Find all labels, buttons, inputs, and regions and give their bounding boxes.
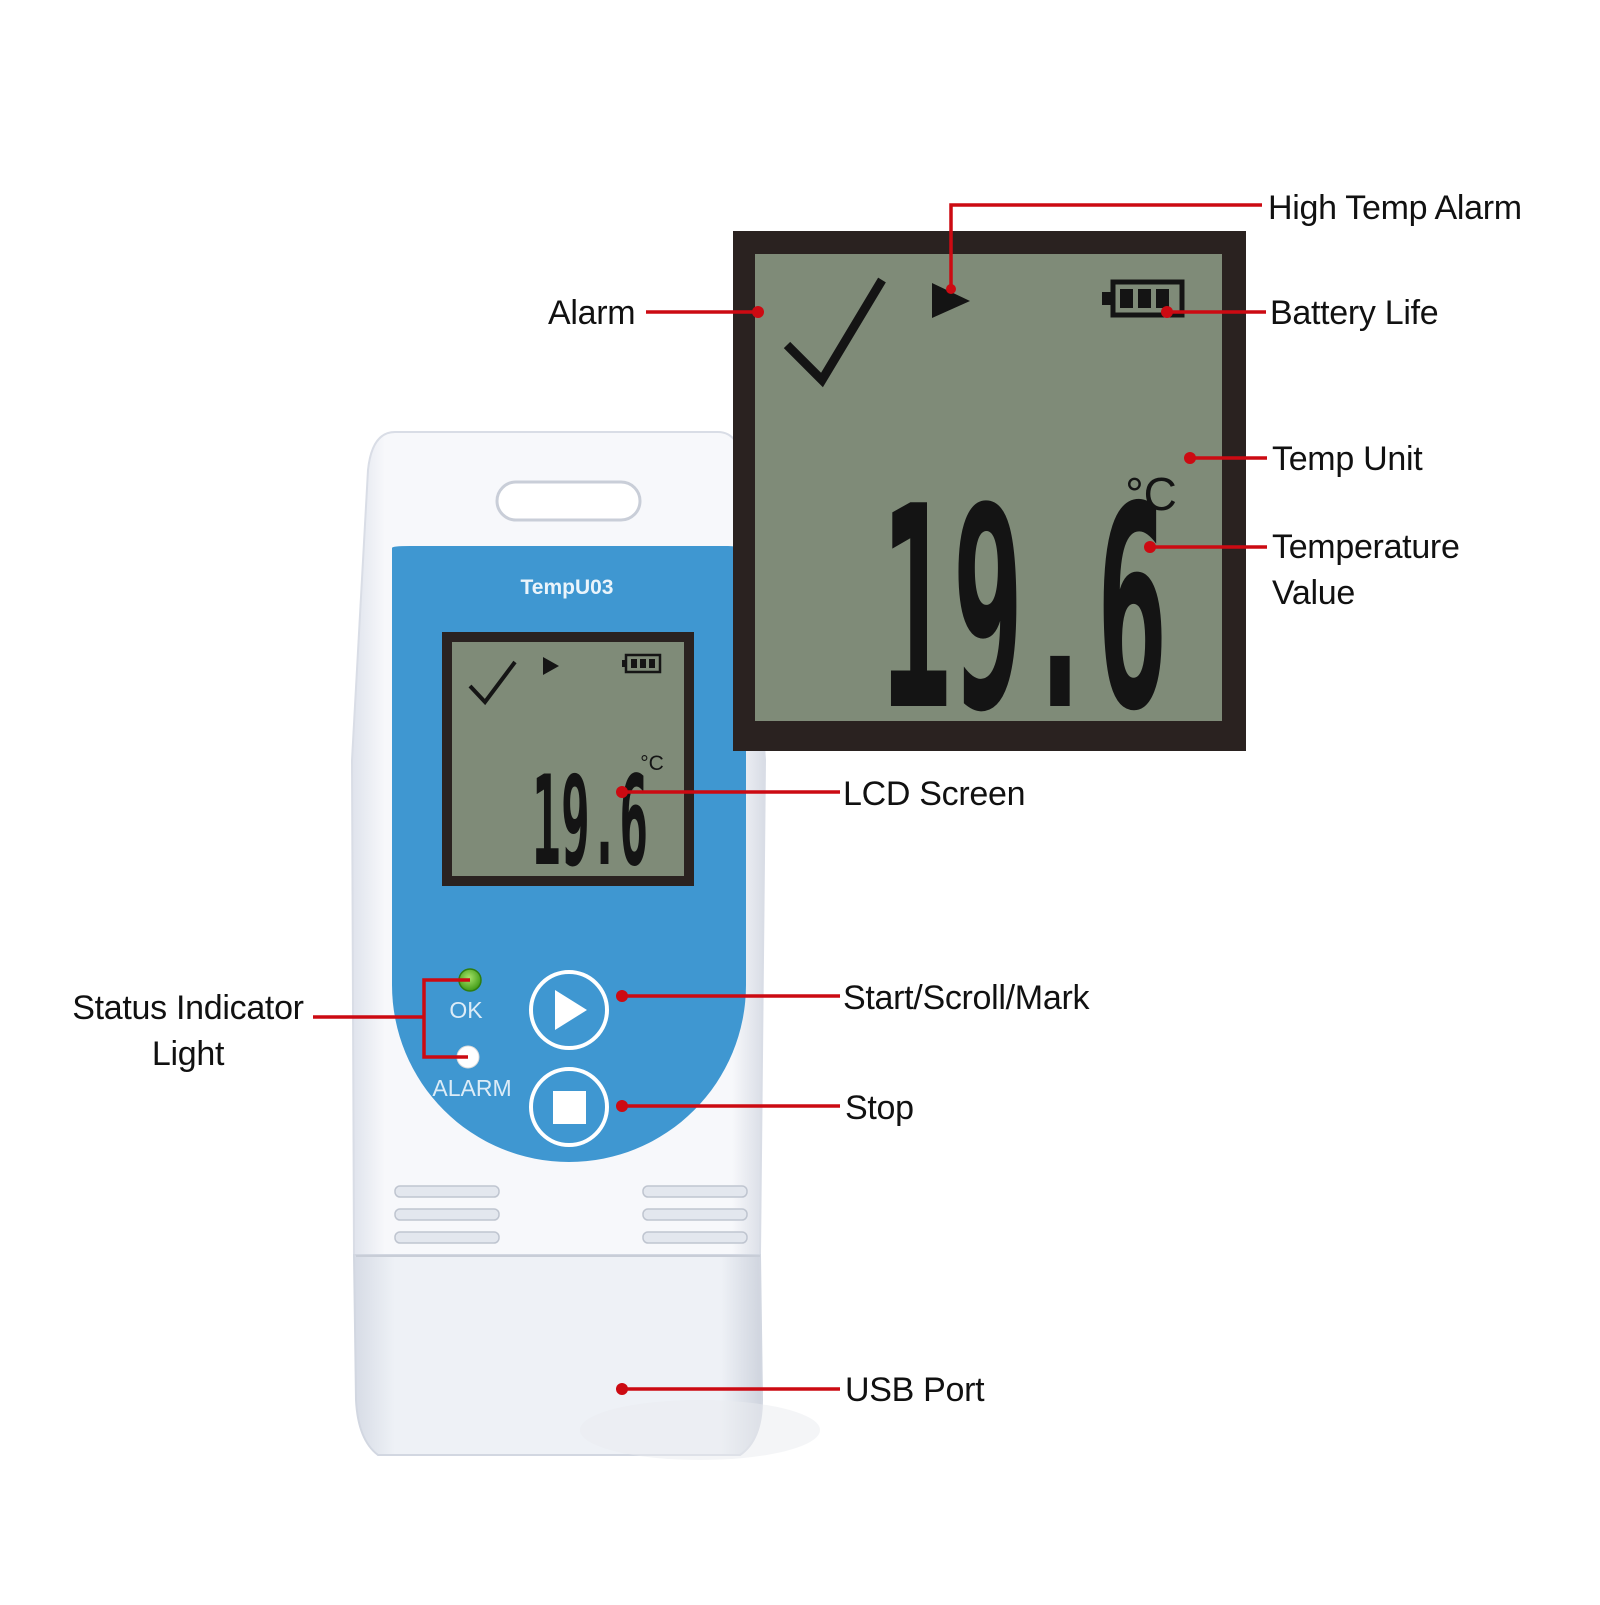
dot-temp-unit bbox=[1184, 452, 1196, 464]
zoomed-temperature-value: 19.6 bbox=[880, 446, 1168, 772]
label-temperature-value-line1: Temperature bbox=[1272, 528, 1460, 566]
ok-label: OK bbox=[449, 997, 483, 1023]
dot-usb-port bbox=[616, 1383, 628, 1395]
data-logger-device: TempU03 19.6 °C OK ALARM bbox=[350, 431, 820, 1460]
vents-right bbox=[642, 1185, 748, 1244]
leader-high-temp-alarm bbox=[949, 203, 1262, 286]
play-triangle-icon bbox=[932, 283, 970, 318]
dot-start-scroll-mark bbox=[616, 990, 628, 1002]
zoomed-temp-unit: °C bbox=[1125, 468, 1177, 520]
play-triangle-icon bbox=[543, 657, 559, 675]
label-start-scroll-mark: Start/Scroll/Mark bbox=[843, 979, 1090, 1017]
label-battery-life: Battery Life bbox=[1270, 294, 1439, 332]
play-button-icon bbox=[555, 990, 587, 1030]
battery-icon bbox=[1102, 279, 1185, 318]
leader-status-indicator bbox=[313, 978, 470, 1059]
checkmark-icon bbox=[468, 660, 517, 706]
leader-dots bbox=[616, 284, 1196, 1395]
stop-button-icon bbox=[553, 1091, 586, 1124]
small-temperature-value: 19.6 bbox=[532, 751, 648, 895]
dot-stop bbox=[616, 1100, 628, 1112]
lanyard-slot bbox=[495, 480, 642, 522]
dot-temperature-value bbox=[1144, 541, 1156, 553]
label-stop: Stop bbox=[845, 1089, 914, 1127]
model-label: TempU03 bbox=[521, 576, 614, 599]
usb-cap-shadow bbox=[580, 1400, 820, 1460]
dot-lcd-screen bbox=[616, 786, 628, 798]
label-alarm: Alarm bbox=[548, 294, 636, 332]
small-temp-unit: °C bbox=[640, 752, 664, 775]
start-scroll-mark-button[interactable] bbox=[529, 970, 609, 1050]
dot-battery-life bbox=[1161, 306, 1173, 318]
label-usb-port: USB Port bbox=[845, 1371, 985, 1409]
label-temperature-value-line2: Value bbox=[1272, 574, 1355, 612]
leader-lines bbox=[313, 203, 1267, 1391]
label-high-temp-alarm: High Temp Alarm bbox=[1268, 189, 1522, 227]
label-status-indicator-line2: Light bbox=[151, 1035, 225, 1073]
battery-icon bbox=[622, 653, 662, 674]
lcd-screen: 19.6 °C bbox=[442, 632, 694, 894]
stop-button[interactable] bbox=[529, 1067, 609, 1147]
dot-alarm bbox=[752, 306, 764, 318]
label-status-indicator-line1: Status Indicator bbox=[72, 989, 304, 1027]
dot-high-temp-alarm bbox=[946, 284, 956, 294]
label-lcd-screen: LCD Screen bbox=[843, 775, 1026, 813]
zoomed-lcd: 19.6 °C bbox=[733, 231, 1246, 772]
checkmark-icon bbox=[783, 277, 886, 388]
vents-left bbox=[394, 1185, 500, 1244]
label-temp-unit: Temp Unit bbox=[1272, 440, 1423, 478]
alarm-label: ALARM bbox=[432, 1075, 511, 1101]
